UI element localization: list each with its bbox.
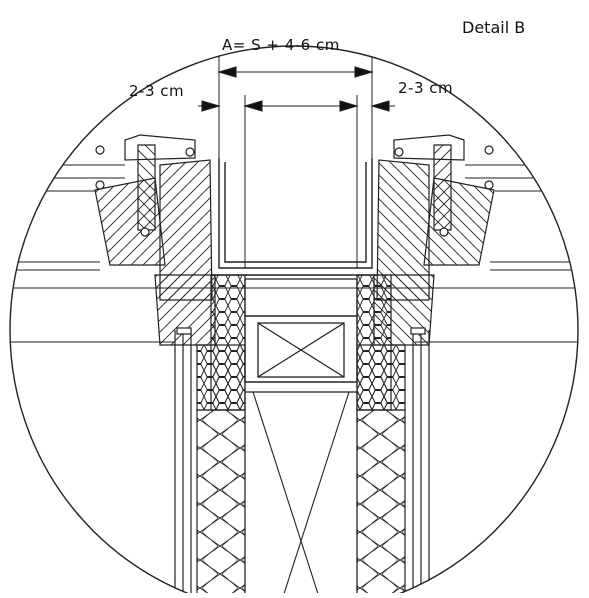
dimension-gaps bbox=[198, 100, 395, 112]
wall-insulation bbox=[174, 327, 430, 598]
detail-title: Detail B bbox=[462, 18, 525, 37]
left-frame-profile bbox=[94, 134, 216, 346]
detail-circle bbox=[9, 45, 579, 598]
dimension-left-gap-label: 2-3 cm bbox=[129, 82, 184, 100]
shaft-cross bbox=[244, 391, 358, 598]
flashing-channel bbox=[211, 158, 378, 276]
detail-contents bbox=[10, 55, 578, 598]
extension-lines bbox=[218, 55, 373, 268]
header-block bbox=[244, 278, 358, 393]
dimension-right-gap-label: 2-3 cm bbox=[398, 79, 453, 97]
dimension-overall bbox=[217, 66, 374, 78]
dimension-overall-label: A= S + 4-6 cm bbox=[222, 36, 340, 54]
rigid-insulation bbox=[196, 274, 406, 411]
right-frame-profile bbox=[373, 134, 495, 346]
